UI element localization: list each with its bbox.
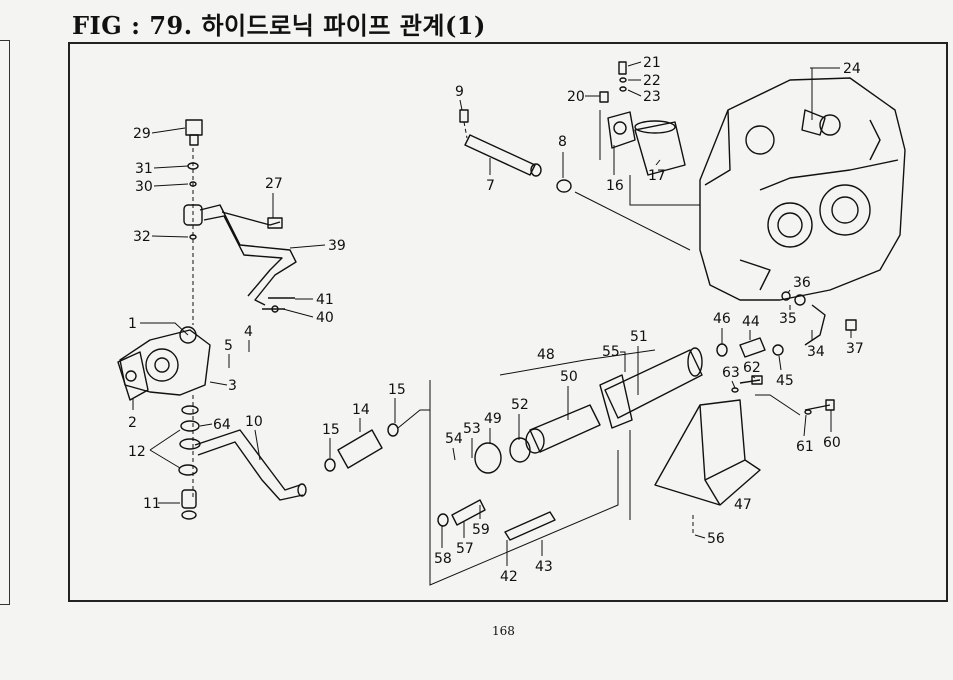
part-label: 54 bbox=[445, 431, 463, 447]
part-label: 37 bbox=[846, 341, 864, 357]
part-label: 17 bbox=[648, 168, 666, 184]
part-label: 14 bbox=[352, 402, 370, 418]
fasteners-drawing bbox=[731, 375, 835, 415]
part-label: 9 bbox=[455, 84, 464, 100]
part-label: 1 bbox=[128, 316, 137, 332]
part-label: 43 bbox=[535, 559, 553, 575]
bracket-47-drawing bbox=[654, 394, 801, 535]
part-label: 55 bbox=[602, 344, 620, 360]
part-label: 22 bbox=[643, 73, 661, 89]
part-label: 20 bbox=[567, 89, 585, 105]
figure-title: FIG : 79. 하이드로닉 파이프 관계(1) bbox=[72, 11, 486, 40]
part-label: 58 bbox=[434, 551, 452, 567]
pipe-7-drawing bbox=[459, 109, 691, 251]
part-label: 63 bbox=[722, 365, 740, 381]
part-label: 56 bbox=[707, 531, 725, 547]
part-label: 44 bbox=[742, 314, 760, 330]
part-label: 27 bbox=[265, 176, 283, 192]
part-label: 49 bbox=[484, 411, 502, 427]
diagram-frame bbox=[68, 42, 948, 602]
part-label: 46 bbox=[713, 311, 731, 327]
part-label: 3 bbox=[228, 378, 237, 394]
engine-housing-drawing bbox=[699, 77, 906, 301]
part-label: 64 bbox=[213, 417, 231, 433]
part-label: 16 bbox=[606, 178, 624, 194]
part-label: 41 bbox=[316, 292, 334, 308]
pipe-39-drawing bbox=[199, 204, 297, 313]
part-label: 8 bbox=[558, 134, 567, 150]
part-label: 21 bbox=[643, 55, 661, 71]
part-label: 4 bbox=[244, 324, 253, 340]
adjacent-page-edge bbox=[0, 40, 10, 605]
part-label: 39 bbox=[328, 238, 346, 254]
part-label: 29 bbox=[133, 126, 151, 142]
part-label: 23 bbox=[643, 89, 661, 105]
part-label: 15 bbox=[322, 422, 340, 438]
part-label: 61 bbox=[796, 439, 814, 455]
pipe-10-drawing bbox=[178, 405, 307, 520]
part-label: 36 bbox=[793, 275, 811, 291]
part-label: 2 bbox=[128, 415, 137, 431]
part-label: 62 bbox=[743, 360, 761, 376]
part-label: 10 bbox=[245, 414, 263, 430]
part-label: 11 bbox=[143, 496, 161, 512]
filter-17-drawing bbox=[599, 61, 700, 206]
part-label: 31 bbox=[135, 161, 153, 177]
part-number-labels: 1 2 3 4 5 7 8 9 10 11 12 14 15 15 16 17 … bbox=[128, 55, 864, 585]
part-label: 40 bbox=[316, 310, 334, 326]
part-label: 50 bbox=[560, 369, 578, 385]
part-label: 5 bbox=[224, 338, 233, 354]
part-label: 30 bbox=[135, 179, 153, 195]
oil-cooler-drawing bbox=[429, 347, 703, 586]
page-number: 168 bbox=[492, 624, 515, 638]
part-label: 53 bbox=[463, 421, 481, 437]
part-label: 35 bbox=[779, 311, 797, 327]
hydraulic-pump-drawing bbox=[117, 326, 211, 401]
part-label: 51 bbox=[630, 329, 648, 345]
part-label: 7 bbox=[486, 178, 495, 194]
part-label: 52 bbox=[511, 397, 529, 413]
part-label: 45 bbox=[776, 373, 794, 389]
part-label: 24 bbox=[843, 61, 861, 77]
part-label: 15 bbox=[388, 382, 406, 398]
part-label: 47 bbox=[734, 497, 752, 513]
part-label: 34 bbox=[807, 344, 825, 360]
part-label: 59 bbox=[472, 522, 490, 538]
part-label: 60 bbox=[823, 435, 841, 451]
part-label: 12 bbox=[128, 444, 146, 460]
part-label: 32 bbox=[133, 229, 151, 245]
hose-14-drawing bbox=[324, 409, 430, 472]
part-label: 57 bbox=[456, 541, 474, 557]
part-label: 48 bbox=[537, 347, 555, 363]
part-label: 42 bbox=[500, 569, 518, 585]
